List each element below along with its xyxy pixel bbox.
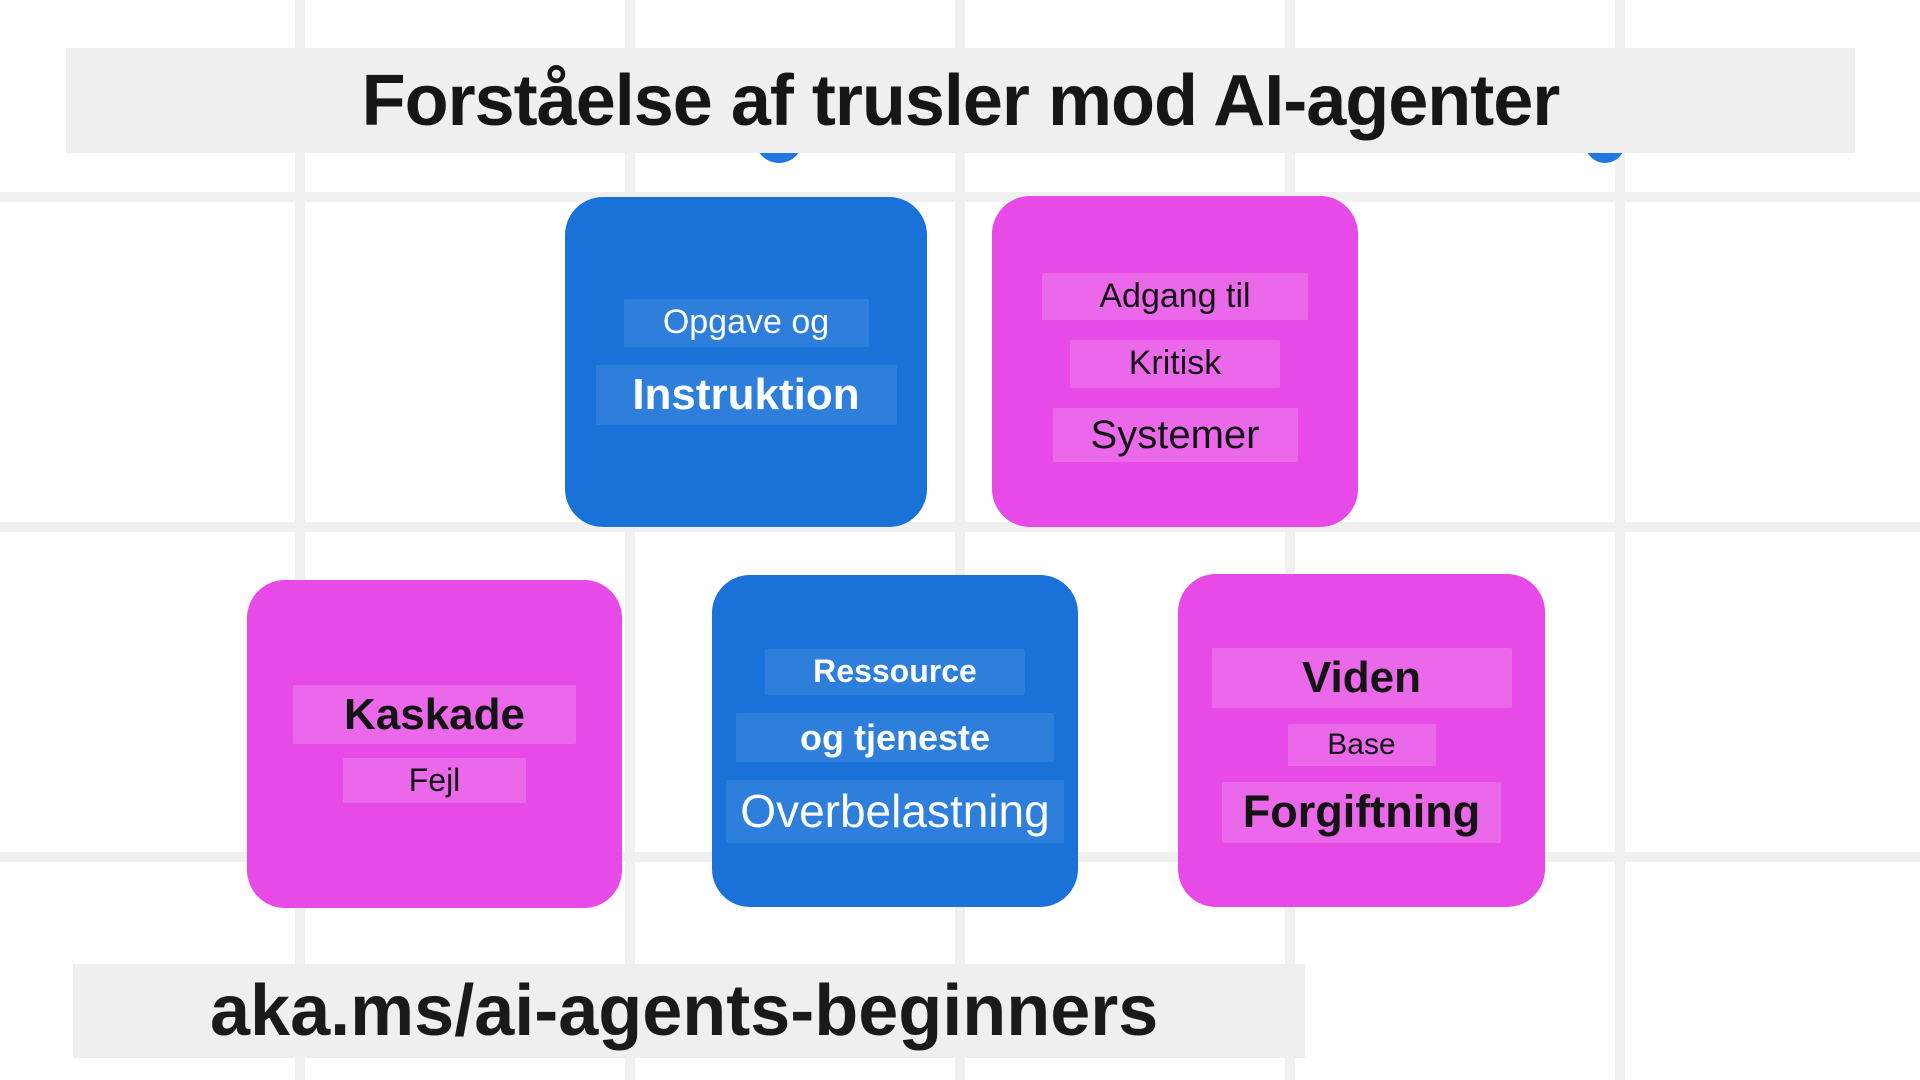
footer-banner: aka.ms/ai-agents-beginners	[73, 964, 1305, 1058]
grid-line-vertical	[625, 0, 635, 1080]
card-line: Kaskade	[293, 684, 576, 745]
card-line: og tjeneste	[736, 712, 1054, 763]
card-resource-service-overload: Ressource og tjeneste Overbelastning	[712, 575, 1078, 907]
card-line: Base	[1287, 723, 1436, 767]
grid-line-vertical	[955, 0, 965, 1080]
course-url: aka.ms/ai-agents-beginners	[210, 971, 1159, 1051]
card-line: Opgave og	[623, 299, 869, 347]
card-line: Adgang til	[1042, 272, 1308, 321]
card-line: Overbelastning	[726, 780, 1064, 843]
card-line: Ressource	[765, 649, 1025, 695]
card-line: Systemer	[1052, 407, 1298, 463]
card-line: Kritisk	[1070, 340, 1280, 388]
card-line: Forgiftning	[1222, 782, 1501, 844]
card-line: Fejl	[343, 758, 526, 804]
card-knowledge-base-poisoning: Viden Base Forgiftning	[1178, 574, 1545, 907]
card-task-and-instruction: Opgave og Instruktion	[565, 197, 927, 527]
card-line: Instruktion	[595, 364, 897, 425]
card-cascading-failures: Kaskade Fejl	[247, 580, 622, 908]
grid-line-horizontal	[0, 192, 1920, 202]
card-line: Viden	[1211, 647, 1512, 708]
grid-line-vertical	[1615, 0, 1625, 1080]
grid-line-horizontal	[0, 522, 1920, 532]
slide-title: Forståelse af trusler mod AI-agenter	[361, 60, 1561, 141]
grid-line-vertical	[295, 0, 305, 1080]
card-access-critical-systems: Adgang til Kritisk Systemer	[992, 196, 1358, 527]
grid-line-vertical	[1285, 0, 1295, 1080]
title-banner: Forståelse af trusler mod AI-agenter	[66, 48, 1855, 153]
